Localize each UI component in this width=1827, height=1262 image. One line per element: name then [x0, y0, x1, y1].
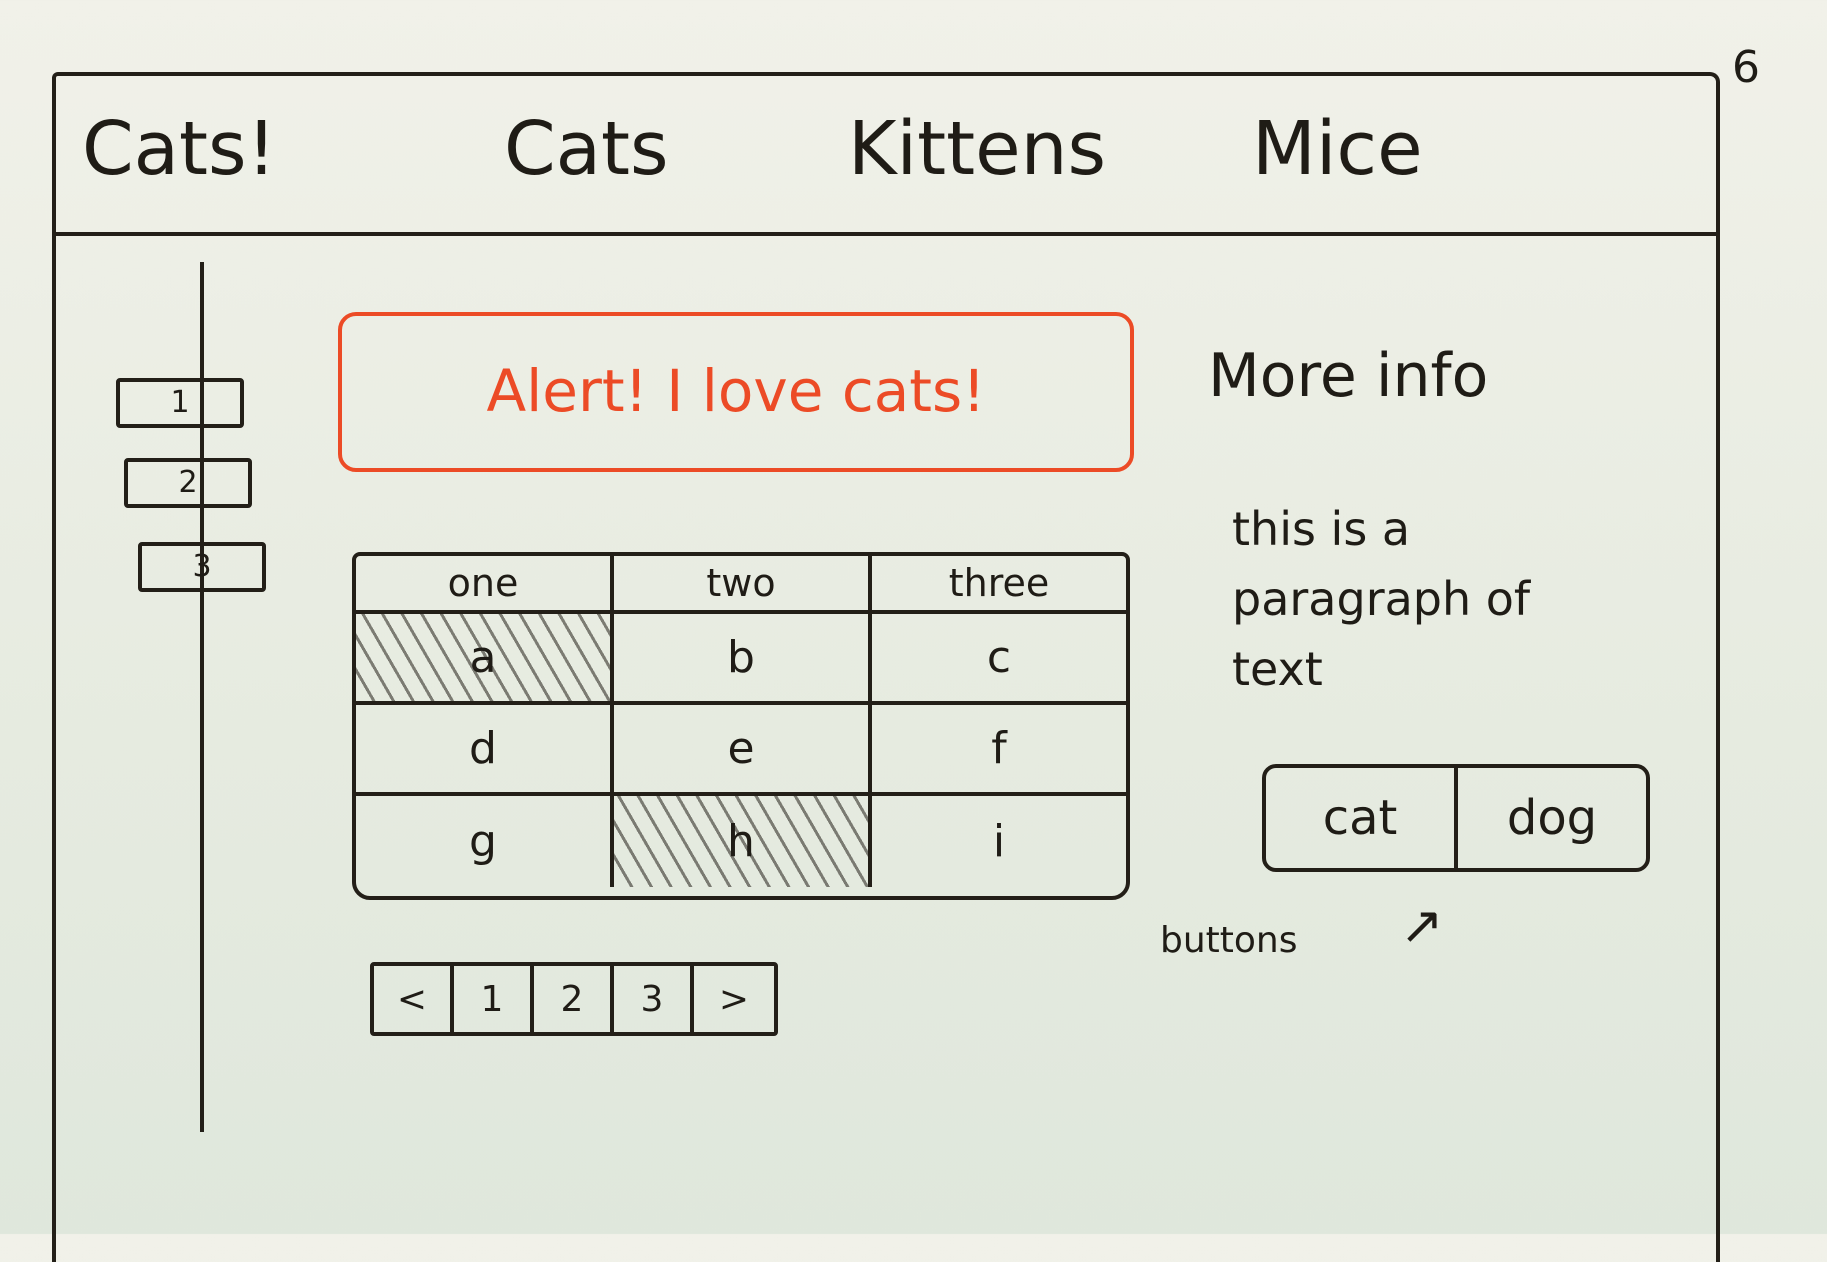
button-group: cat dog	[1262, 764, 1650, 872]
alert-box: Alert! I love cats!	[338, 312, 1134, 472]
pagination-next-button[interactable]: >	[718, 978, 750, 1020]
dog-button[interactable]: dog	[1506, 790, 1598, 846]
table-cell[interactable]: g	[356, 796, 614, 887]
more-info-heading: More info	[1208, 341, 1489, 411]
table-row: g h i	[356, 796, 1126, 887]
pagination-page-3[interactable]: 3	[614, 966, 694, 1032]
table-cell[interactable]: i	[992, 816, 1006, 867]
table-cell[interactable]: b	[614, 614, 872, 701]
table-header-row: one two three	[356, 556, 1126, 614]
top-navbar: Cats! Cats Kittens Mice	[56, 76, 1716, 236]
arrow-icon: ↗	[1400, 896, 1444, 956]
sidebar-tab-2[interactable]: 2	[124, 458, 252, 508]
buttons-annotation: buttons	[1160, 920, 1298, 961]
table-header-cell[interactable]: one	[356, 556, 614, 610]
table-row: d e f	[356, 705, 1126, 796]
info-paragraph: this is a paragraph of text	[1232, 502, 1531, 696]
cat-button[interactable]: cat	[1266, 768, 1458, 868]
table-row: a b c	[356, 614, 1126, 705]
nav-link-kittens[interactable]: Kittens	[848, 106, 1107, 192]
nav-link-mice[interactable]: Mice	[1252, 106, 1423, 192]
pagination: < 1 2 3 >	[370, 962, 778, 1036]
table-cell[interactable]: d	[356, 705, 614, 792]
sidebar-tab-1[interactable]: 1	[116, 378, 244, 428]
pagination-page-2[interactable]: 2	[534, 966, 614, 1032]
nav-brand[interactable]: Cats!	[82, 106, 277, 192]
pagination-page-1[interactable]: 1	[454, 966, 534, 1032]
nav-link-cats[interactable]: Cats	[504, 106, 669, 192]
sidebar-tab-3[interactable]: 3	[138, 542, 266, 592]
data-table: one two three a b c d e f g h i	[352, 552, 1130, 900]
page-number: 6	[1732, 42, 1760, 93]
table-cell[interactable]: e	[614, 705, 872, 792]
table-cell-selected[interactable]: a	[356, 614, 614, 701]
table-header-cell[interactable]: three	[948, 561, 1050, 605]
sidebar-divider	[200, 262, 204, 1132]
table-header-cell[interactable]: two	[614, 556, 872, 610]
table-cell[interactable]: c	[986, 632, 1012, 683]
table-cell-selected[interactable]: h	[614, 796, 872, 887]
browser-window-frame: Cats! Cats Kittens Mice	[52, 72, 1720, 1262]
table-cell[interactable]: f	[991, 723, 1007, 774]
pagination-prev-button[interactable]: <	[374, 966, 454, 1032]
